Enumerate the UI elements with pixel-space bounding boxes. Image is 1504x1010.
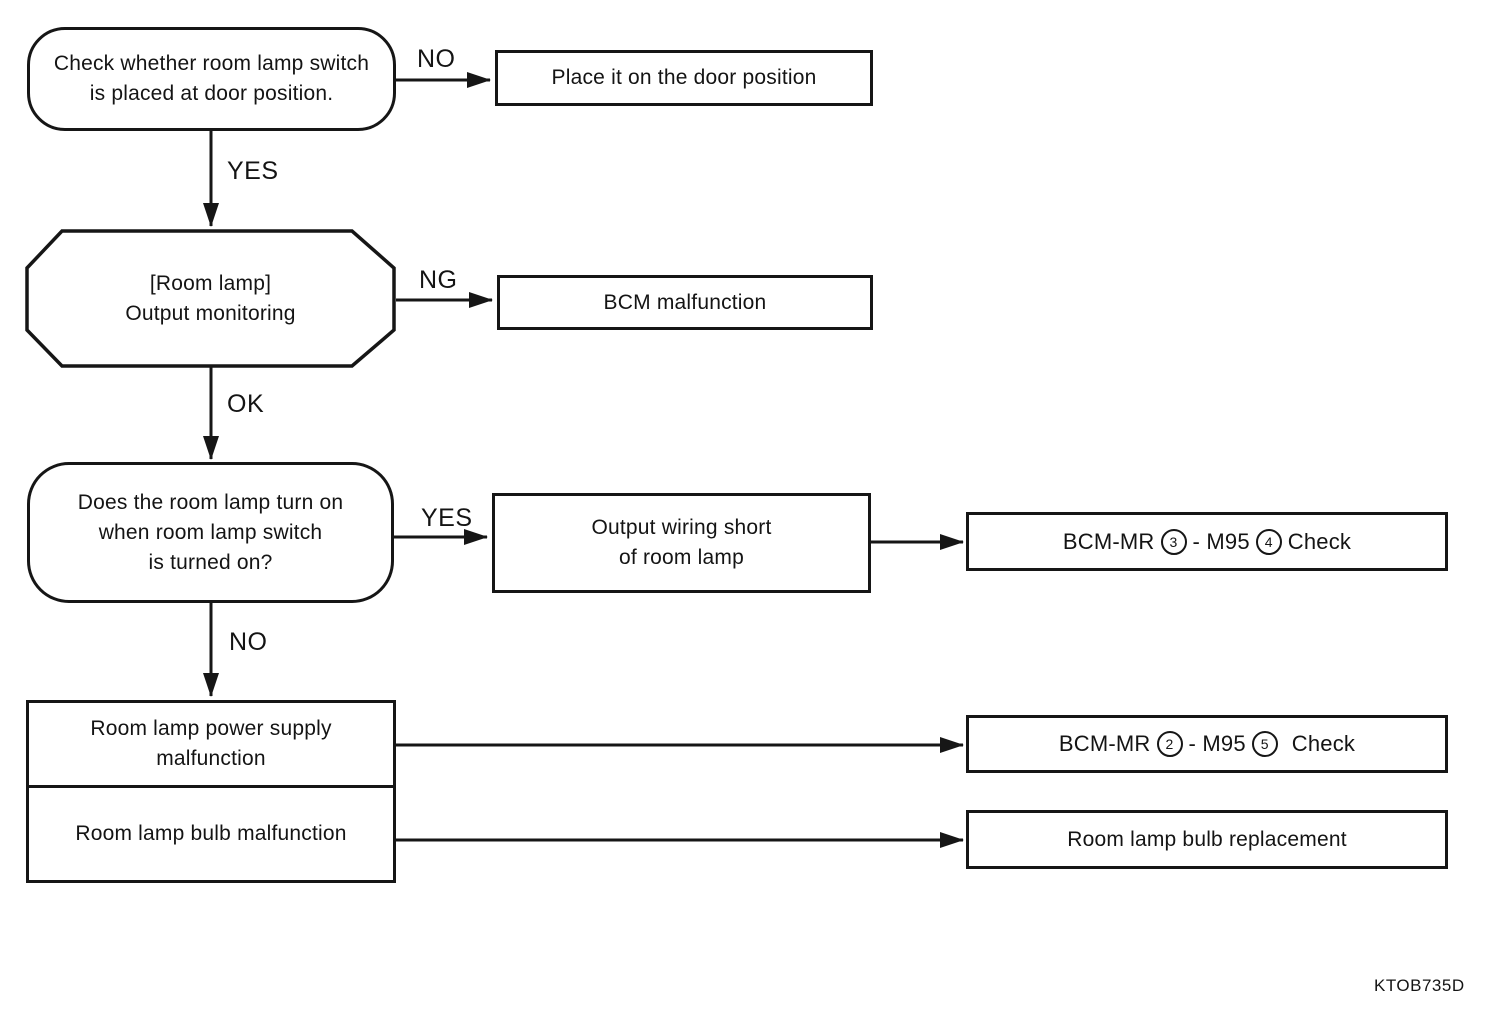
- edge-label-yes-mid: YES: [421, 504, 473, 532]
- node-check-switch-line1: Check whether room lamp switch: [53, 52, 370, 75]
- bcm-mr-upper-suffix: Check: [1287, 528, 1352, 554]
- bcm-mr-lower-mid: - M95: [1188, 731, 1246, 756]
- node-room-lamp-turn-on-line3: is turned on?: [148, 550, 273, 574]
- node-bcm-mr-check-lower: BCM-MR 2 - M95 5 Check: [966, 715, 1448, 773]
- edge-label-ng: NG: [419, 266, 458, 294]
- edge-label-no-top: NO: [417, 45, 456, 73]
- bcm-mr-lower-suffix: Check: [1291, 731, 1356, 756]
- node-output-wiring-short-line1: Output wiring short: [591, 516, 772, 539]
- pin-circle-4-icon: 4: [1255, 528, 1282, 555]
- edge-label-ok: OK: [227, 390, 265, 418]
- node-output-monitoring: [Room lamp] Output monitoring: [27, 231, 394, 366]
- node-output-monitoring-line2: Output monitoring: [125, 301, 296, 325]
- node-room-lamp-turn-on-line2: when room lamp switch: [98, 520, 323, 544]
- node-check-switch: Check whether room lamp switch is placed…: [27, 27, 396, 131]
- node-bulb-replacement: Room lamp bulb replacement: [966, 810, 1448, 869]
- node-output-wiring-short: Output wiring short of room lamp: [492, 493, 871, 593]
- node-power-supply-line2: malfunction: [156, 747, 266, 770]
- node-check-switch-line2: is placed at door position.: [89, 82, 334, 105]
- pin-circle-3-icon: 3: [1160, 528, 1187, 555]
- node-power-supply-line1: Room lamp power supply: [90, 717, 332, 740]
- edge-label-yes-top: YES: [227, 157, 279, 185]
- node-bulb-replacement-line1: Room lamp bulb replacement: [1067, 827, 1347, 851]
- bcm-mr-upper-mid: - M95: [1192, 528, 1250, 554]
- pin-circle-5-icon: 5: [1251, 731, 1278, 757]
- node-bcm-malfunction: BCM malfunction: [497, 275, 873, 330]
- edge-label-no-mid: NO: [229, 628, 268, 656]
- bcm-mr-lower-prefix: BCM-MR: [1058, 731, 1151, 756]
- node-place-door: Place it on the door position: [495, 50, 873, 106]
- node-bcm-malfunction-line1: BCM malfunction: [603, 290, 767, 314]
- node-room-lamp-turn-on-line1: Does the room lamp turn on: [77, 490, 344, 514]
- output-monitoring-octagon: [25, 229, 396, 368]
- node-output-wiring-short-line2: of room lamp: [619, 546, 744, 569]
- node-place-door-line1: Place it on the door position: [551, 66, 817, 89]
- node-bulb-malfunction: Room lamp bulb malfunction: [26, 785, 396, 883]
- node-bulb-malfunction-line1: Room lamp bulb malfunction: [75, 822, 347, 845]
- node-output-monitoring-line1: [Room lamp]: [149, 271, 272, 295]
- node-room-lamp-turn-on: Does the room lamp turn on when room lam…: [27, 462, 394, 603]
- node-bcm-mr-check-upper: BCM-MR 3 - M95 4 Check: [966, 512, 1448, 571]
- pin-circle-2-icon: 2: [1156, 731, 1183, 757]
- bcm-mr-upper-prefix: BCM-MR: [1062, 528, 1155, 554]
- node-power-supply-malfunction: Room lamp power supply malfunction: [26, 700, 396, 788]
- figure-code: KTOB735D: [1374, 976, 1465, 995]
